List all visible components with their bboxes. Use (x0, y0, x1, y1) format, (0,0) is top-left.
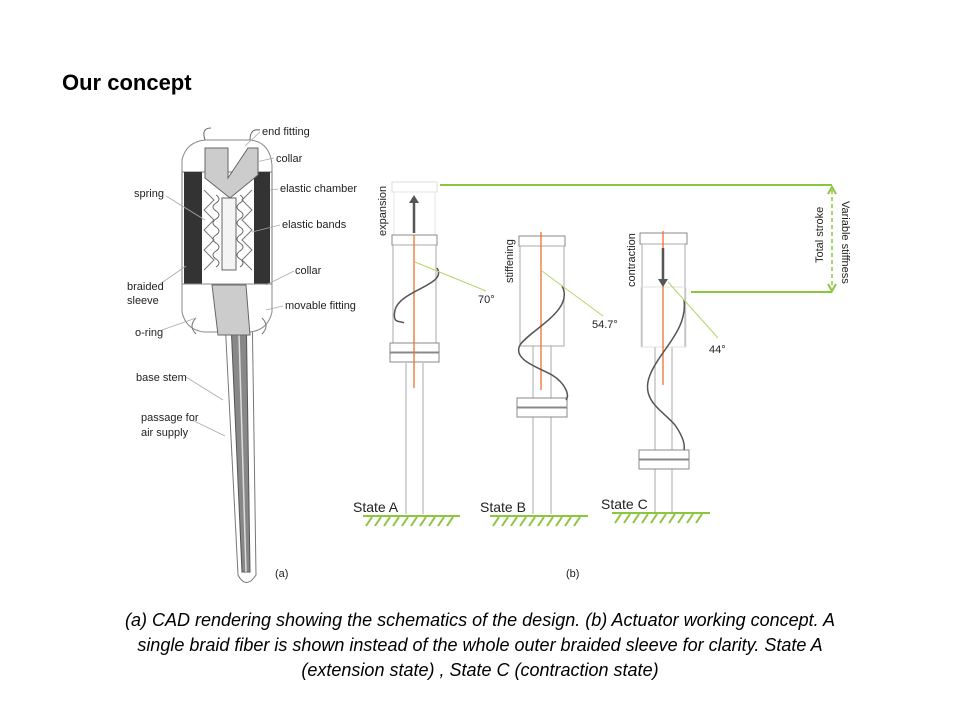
ring (516, 397, 568, 408)
panel-label-a: (a) (275, 568, 288, 580)
state-a-label: State A (353, 499, 399, 515)
ground-a (363, 515, 460, 527)
caption-line: (a) CAD rendering showing the schematics… (124, 610, 835, 630)
stroke-indicator: Total stroke Variable stiffness (440, 184, 851, 294)
caption-line: single braid fiber is shown instead of t… (137, 635, 823, 655)
angle-a: 70° (478, 294, 495, 306)
variable-stiffness-label: Variable stiffness (839, 201, 851, 284)
caption-line: (extension state) , State C (contraction… (301, 660, 659, 680)
total-stroke-label: Total stroke (814, 207, 826, 263)
braided-sleeve-left (184, 172, 202, 284)
label-passage-1: passage for (141, 412, 199, 424)
action-c: contraction (626, 233, 638, 287)
chamber (519, 245, 565, 347)
figure-caption: (a) CAD rendering showing the schematics… (60, 608, 900, 683)
angle-leader (414, 261, 487, 292)
cap (518, 235, 566, 247)
ring (516, 407, 568, 418)
braid-fiber (517, 285, 569, 401)
label-braided-2: sleeve (127, 295, 159, 307)
slide-title: Our concept (62, 70, 192, 95)
label-end-fitting: end fitting (262, 126, 310, 138)
label-elastic-chamber: elastic chamber (280, 183, 357, 195)
angle-b: 54.7° (592, 319, 618, 331)
arrow-up-icon (409, 195, 419, 233)
label-collar-bottom: collar (295, 265, 322, 277)
end-fitting (204, 147, 259, 199)
braided-sleeve-right (254, 172, 270, 284)
angle-c: 44° (709, 344, 726, 356)
working-concept: 70° expansion State A 54.7° stiffening (353, 181, 851, 580)
action-a: expansion (377, 186, 389, 236)
label-o-ring: o-ring (135, 327, 163, 339)
elastic-bands (203, 189, 253, 271)
ring (638, 449, 690, 460)
label-elastic-bands: elastic bands (282, 219, 347, 231)
o-ring (191, 317, 267, 335)
state-c: 44° contraction State C (601, 231, 726, 524)
ground-b (490, 515, 588, 527)
expanded-cap-ghost (391, 181, 438, 193)
state-b: 54.7° stiffening State B (480, 232, 618, 527)
panel-label-b: (b) (566, 568, 579, 580)
movable-fitting (211, 284, 251, 336)
leader-lines (159, 131, 295, 437)
ring (638, 459, 690, 470)
end-fitting-hooks (203, 127, 261, 141)
angle-leader (667, 281, 719, 339)
state-b-label: State B (480, 499, 526, 515)
label-movable-fitting: movable fitting (285, 300, 356, 312)
label-base-stem: base stem (136, 372, 187, 384)
cad-rendering: end fitting collar elastic chamber elast… (127, 126, 357, 583)
stem-highlight (237, 299, 247, 573)
action-b: stiffening (504, 239, 516, 283)
state-a: 70° expansion State A (353, 181, 495, 527)
label-braided-1: braided (127, 281, 164, 293)
arrow-down-icon (658, 248, 668, 287)
label-spring: spring (134, 188, 164, 200)
label-collar-top: collar (276, 153, 303, 165)
state-c-label: State C (601, 496, 648, 512)
label-passage-2: air supply (141, 427, 189, 439)
spring (212, 194, 244, 271)
braid-fiber (646, 299, 686, 451)
angle-leader (541, 270, 604, 317)
ground-c (612, 512, 710, 524)
braid-fiber (393, 267, 440, 324)
